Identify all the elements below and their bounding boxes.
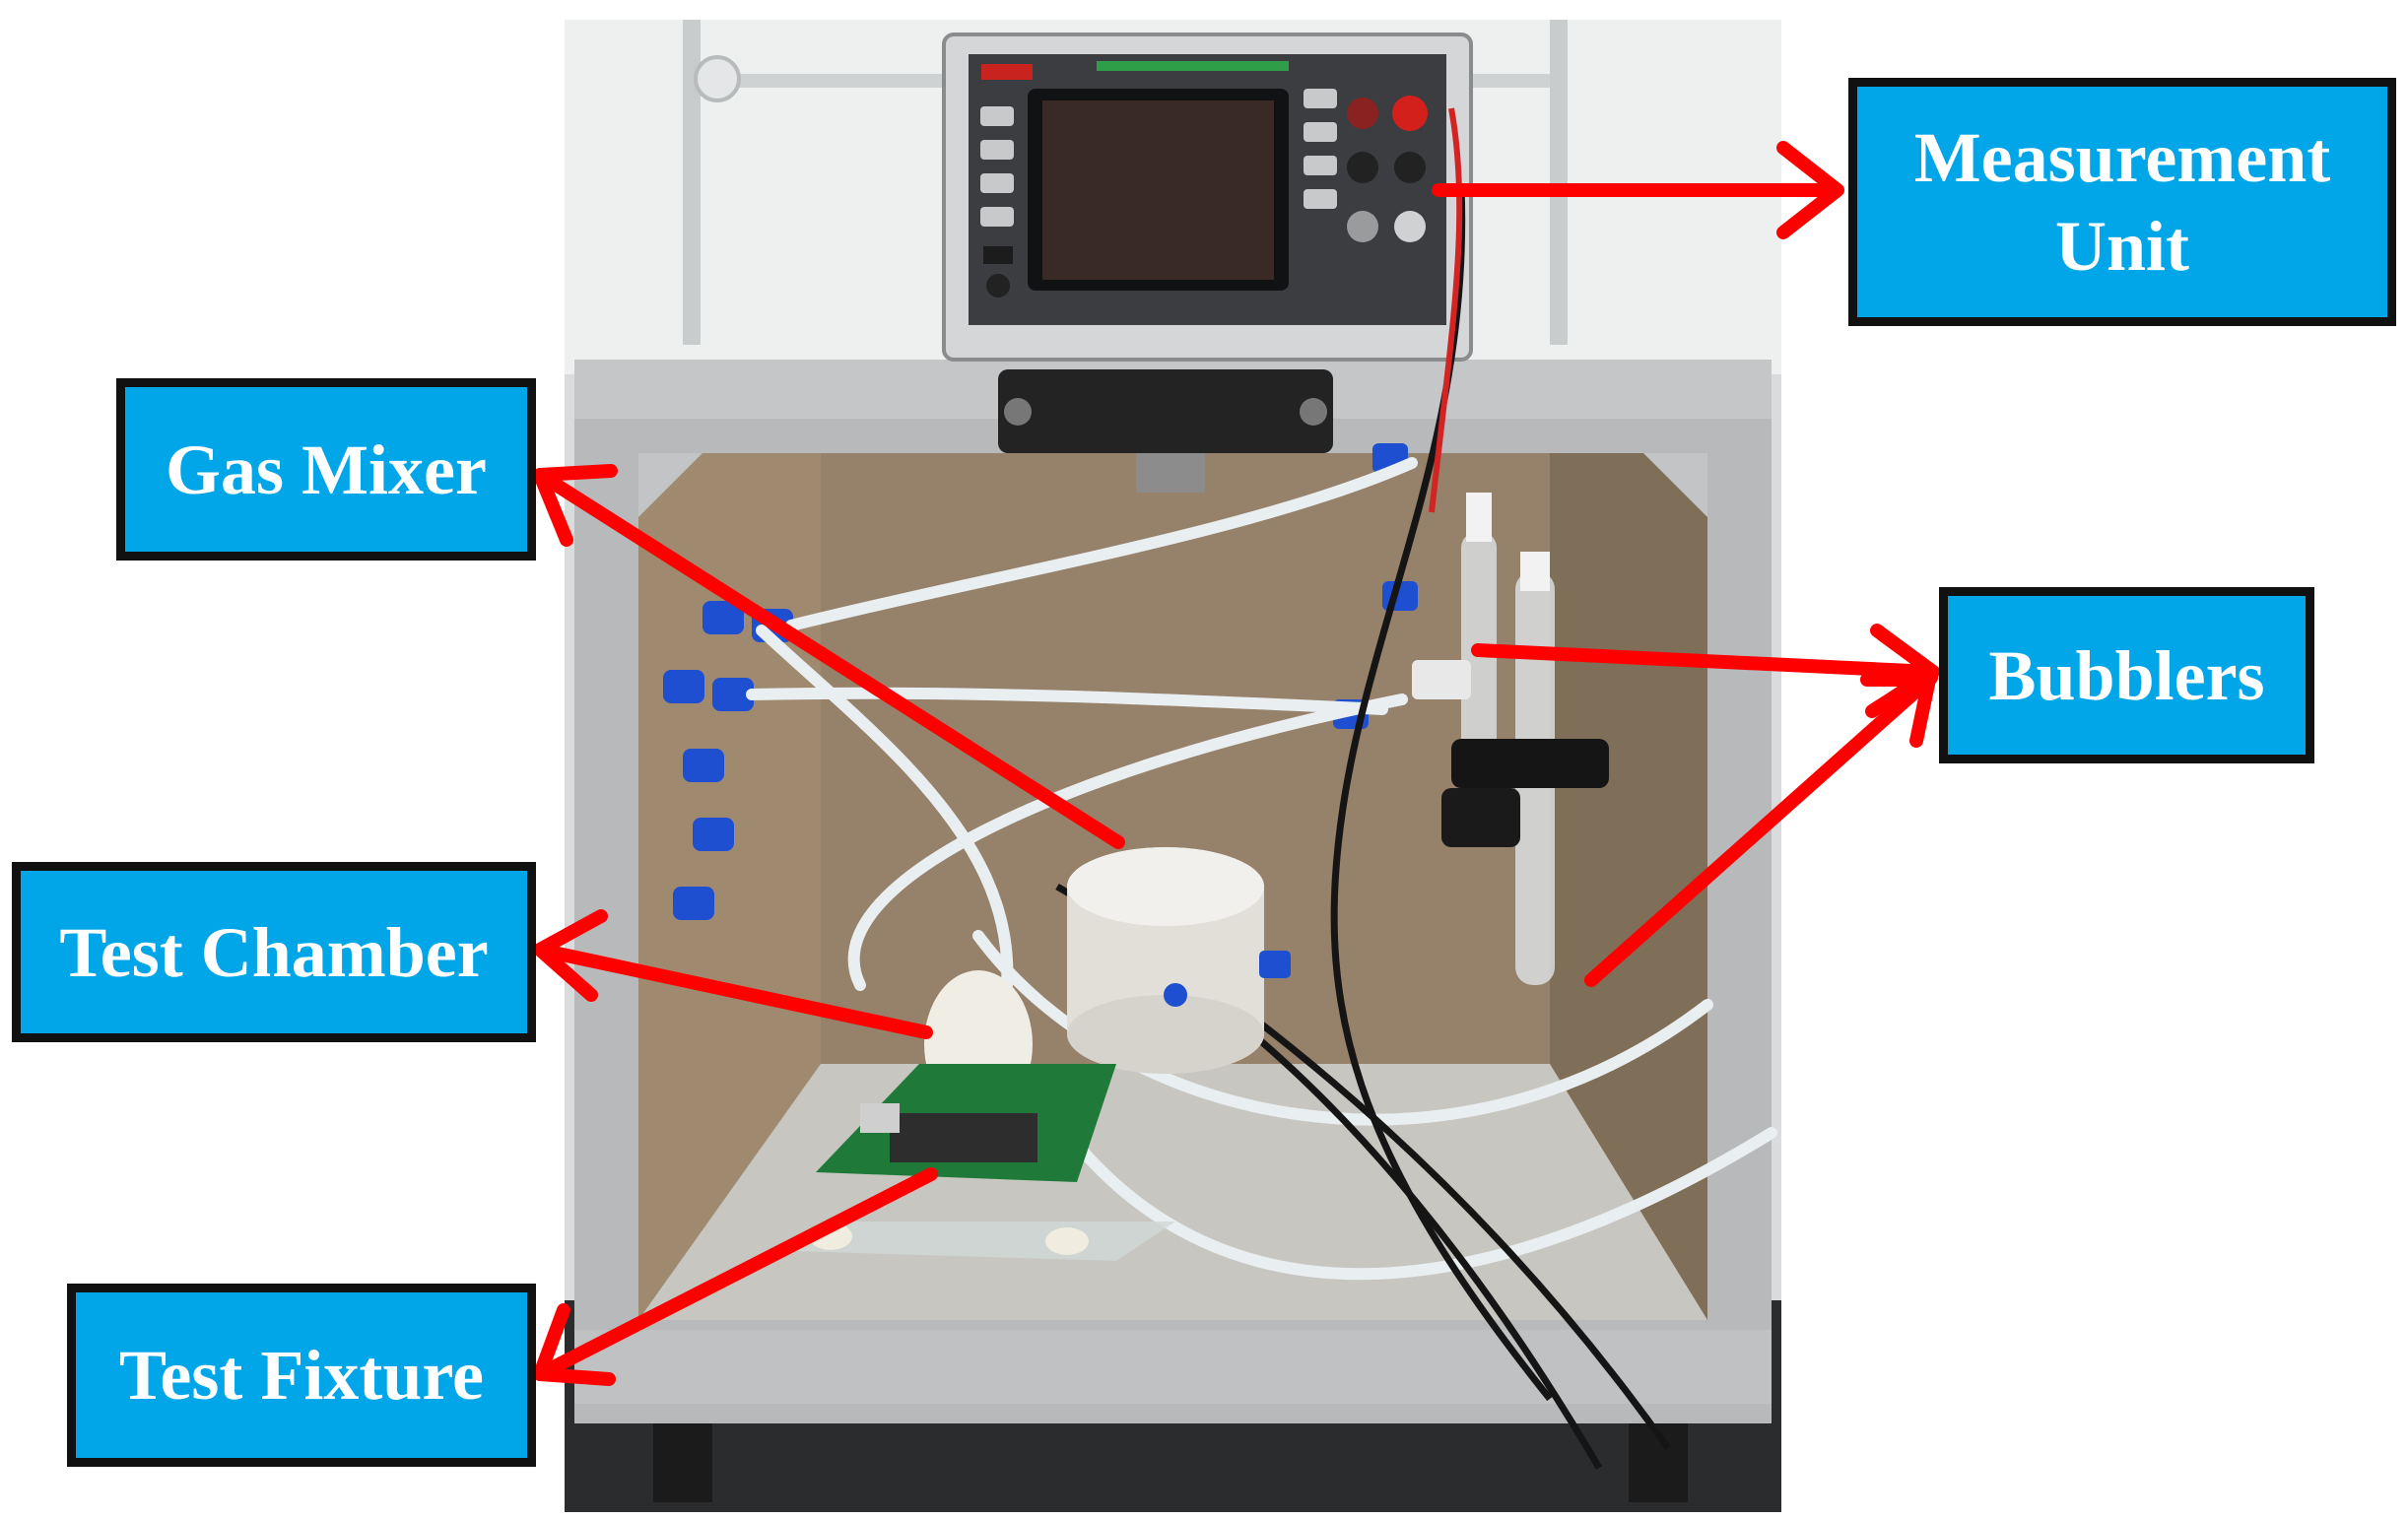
label-test-chamber: Test Chamber bbox=[12, 862, 536, 1042]
setup-photo bbox=[565, 20, 1781, 1512]
bubblers-text: Bubblers bbox=[1988, 635, 2265, 715]
test-fixture-text: Test Fixture bbox=[119, 1336, 484, 1415]
label-bubblers: Bubblers bbox=[1939, 587, 2314, 763]
label-gas-mixer: Gas Mixer bbox=[116, 378, 536, 561]
measurement-unit-text: Measurement Unit bbox=[1913, 118, 2331, 286]
test-chamber-text: Test Chamber bbox=[59, 912, 489, 992]
label-test-fixture: Test Fixture bbox=[67, 1284, 536, 1467]
label-measurement-unit: Measurement Unit bbox=[1848, 78, 2396, 326]
lid-handle bbox=[998, 369, 1333, 453]
gas-mixer bbox=[1067, 847, 1291, 1074]
gas-mixer-text: Gas Mixer bbox=[166, 429, 487, 509]
